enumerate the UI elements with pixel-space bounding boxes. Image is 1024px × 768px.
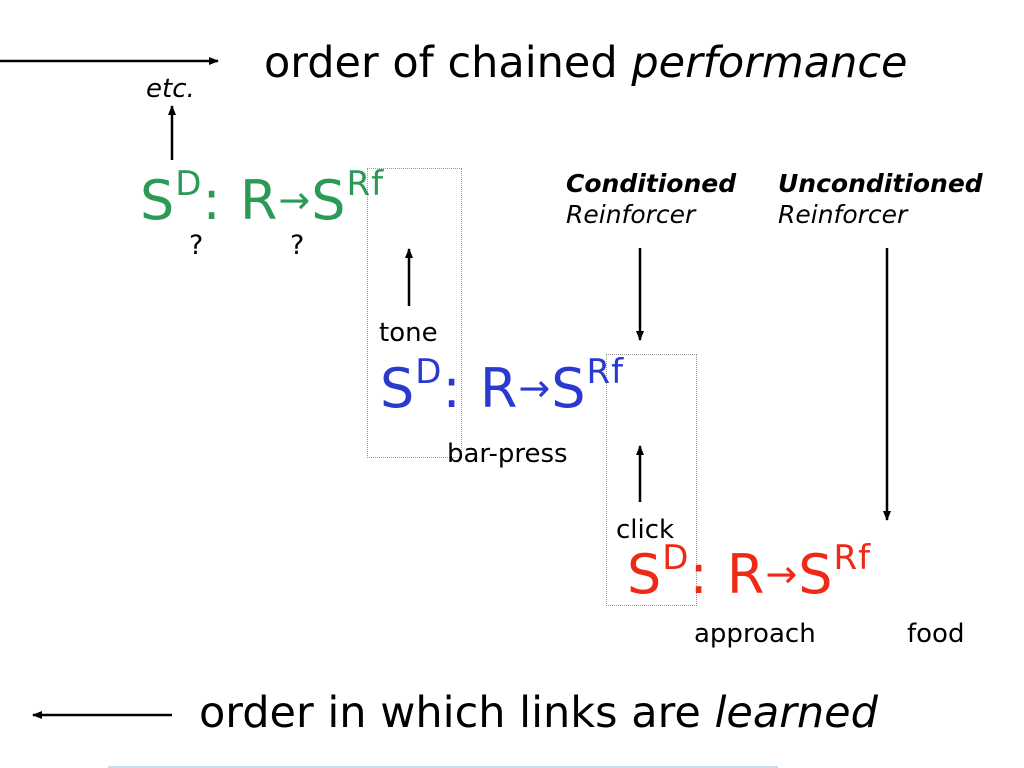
top-chain-d: D <box>175 164 203 204</box>
bottom-chain-d: D <box>662 538 690 578</box>
bottom-chain-s: S <box>627 543 663 606</box>
conditioned-title: Conditioned <box>566 169 737 198</box>
unconditioned-reinforcer-label: Unconditioned Reinforcer <box>778 168 983 230</box>
learned-emphasis: learned <box>714 688 878 738</box>
top-chain-r: R <box>239 169 279 232</box>
middle-chain-arrow: → <box>518 366 552 410</box>
middle-chain: SD: R→SRf <box>380 355 624 416</box>
unconditioned-sub: Reinforcer <box>778 200 908 229</box>
bottom-chain-arrow: → <box>765 552 799 596</box>
food-label: food <box>907 619 965 649</box>
top-chain-s-rf: S <box>311 169 347 232</box>
middle-chain-s: S <box>380 357 416 420</box>
learned-text: order in which links are <box>199 688 715 738</box>
approach-label: approach <box>694 619 816 649</box>
top-chain-rf: Rf <box>346 164 385 204</box>
conditioned-reinforcer-label: Conditioned Reinforcer <box>566 168 736 230</box>
conditioned-sub: Reinforcer <box>566 200 696 229</box>
performance-order-label: order of chained performance <box>264 42 907 85</box>
learned-order-label: order in which links are learned <box>199 692 878 735</box>
top-chain-sd-unknown: ? <box>189 230 204 261</box>
bottom-chain-colon: : <box>689 543 709 606</box>
top-chain-r-unknown: ? <box>290 230 305 261</box>
top-chain: SD: R→SRf <box>140 167 384 228</box>
bottom-chain-s-rf: S <box>798 543 834 606</box>
top-chain-s: S <box>140 169 176 232</box>
etc-label: etc. <box>146 74 195 104</box>
top-srf-box <box>367 168 462 458</box>
performance-text: order of chained <box>264 38 632 88</box>
bar-press-label: bar-press <box>447 439 568 469</box>
middle-chain-d: D <box>415 352 443 392</box>
performance-emphasis: performance <box>631 38 908 88</box>
bottom-chain-r: R <box>726 543 766 606</box>
bottom-chain: SD: R→SRf <box>627 541 871 602</box>
middle-chain-colon: : <box>442 357 462 420</box>
middle-chain-rf: Rf <box>586 352 625 392</box>
middle-chain-s-rf: S <box>551 357 587 420</box>
bottom-chain-rf: Rf <box>833 538 872 578</box>
top-chain-colon: : <box>202 169 222 232</box>
top-chain-arrow: → <box>278 178 312 222</box>
middle-chain-r: R <box>479 357 519 420</box>
middle-srf-box <box>606 354 697 606</box>
tone-label: tone <box>379 318 438 348</box>
unconditioned-title: Unconditioned <box>778 169 983 198</box>
click-label: click <box>616 515 675 545</box>
